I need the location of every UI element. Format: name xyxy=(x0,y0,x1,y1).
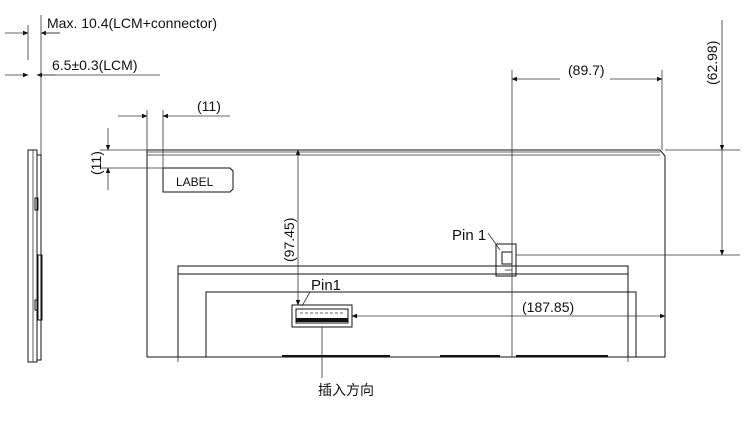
label-offset-y-dimension: (11) xyxy=(88,128,163,190)
pin-offset-y-dimension: (62.98) xyxy=(516,20,740,256)
fpc-pin1: Pin 1 xyxy=(452,227,517,277)
lcm-thickness-dimension: 6.5±0.3(LCM) xyxy=(5,57,160,78)
connector-height-label: (97.45) xyxy=(281,218,297,262)
label-offset-y-label: (11) xyxy=(88,151,104,175)
lcm-thickness-label: 6.5±0.3(LCM) xyxy=(52,57,138,73)
front-view: LABEL xyxy=(146,149,666,362)
label-offset-x-label: (11) xyxy=(197,98,221,114)
pin-offset-y-label: (62.98) xyxy=(704,41,720,85)
label-box: LABEL xyxy=(162,167,234,193)
max-thickness-label: Max. 10.4(LCM+connector) xyxy=(47,15,217,31)
insert-direction: 插入方向 xyxy=(318,327,374,398)
label-box-text: LABEL xyxy=(176,175,214,189)
connector-height-dimension: (97.45) xyxy=(281,149,301,306)
connector-width-dimension: (187.85) xyxy=(351,299,666,319)
connector-pin1-label: Pin1 xyxy=(311,277,341,294)
label-offset-x-dimension: (11) xyxy=(118,98,230,168)
connector-width-label: (187.85) xyxy=(522,299,574,315)
connector: Pin1 xyxy=(291,277,353,328)
side-view xyxy=(27,15,43,363)
pin-offset-x-label: (89.7) xyxy=(568,62,605,78)
pin-offset-x-dimension: (89.7) xyxy=(511,62,663,357)
insert-direction-label: 插入方向 xyxy=(318,382,374,398)
fpc-pin1-label: Pin 1 xyxy=(452,227,486,244)
max-thickness-dimension: Max. 10.4(LCM+connector) xyxy=(5,15,217,36)
